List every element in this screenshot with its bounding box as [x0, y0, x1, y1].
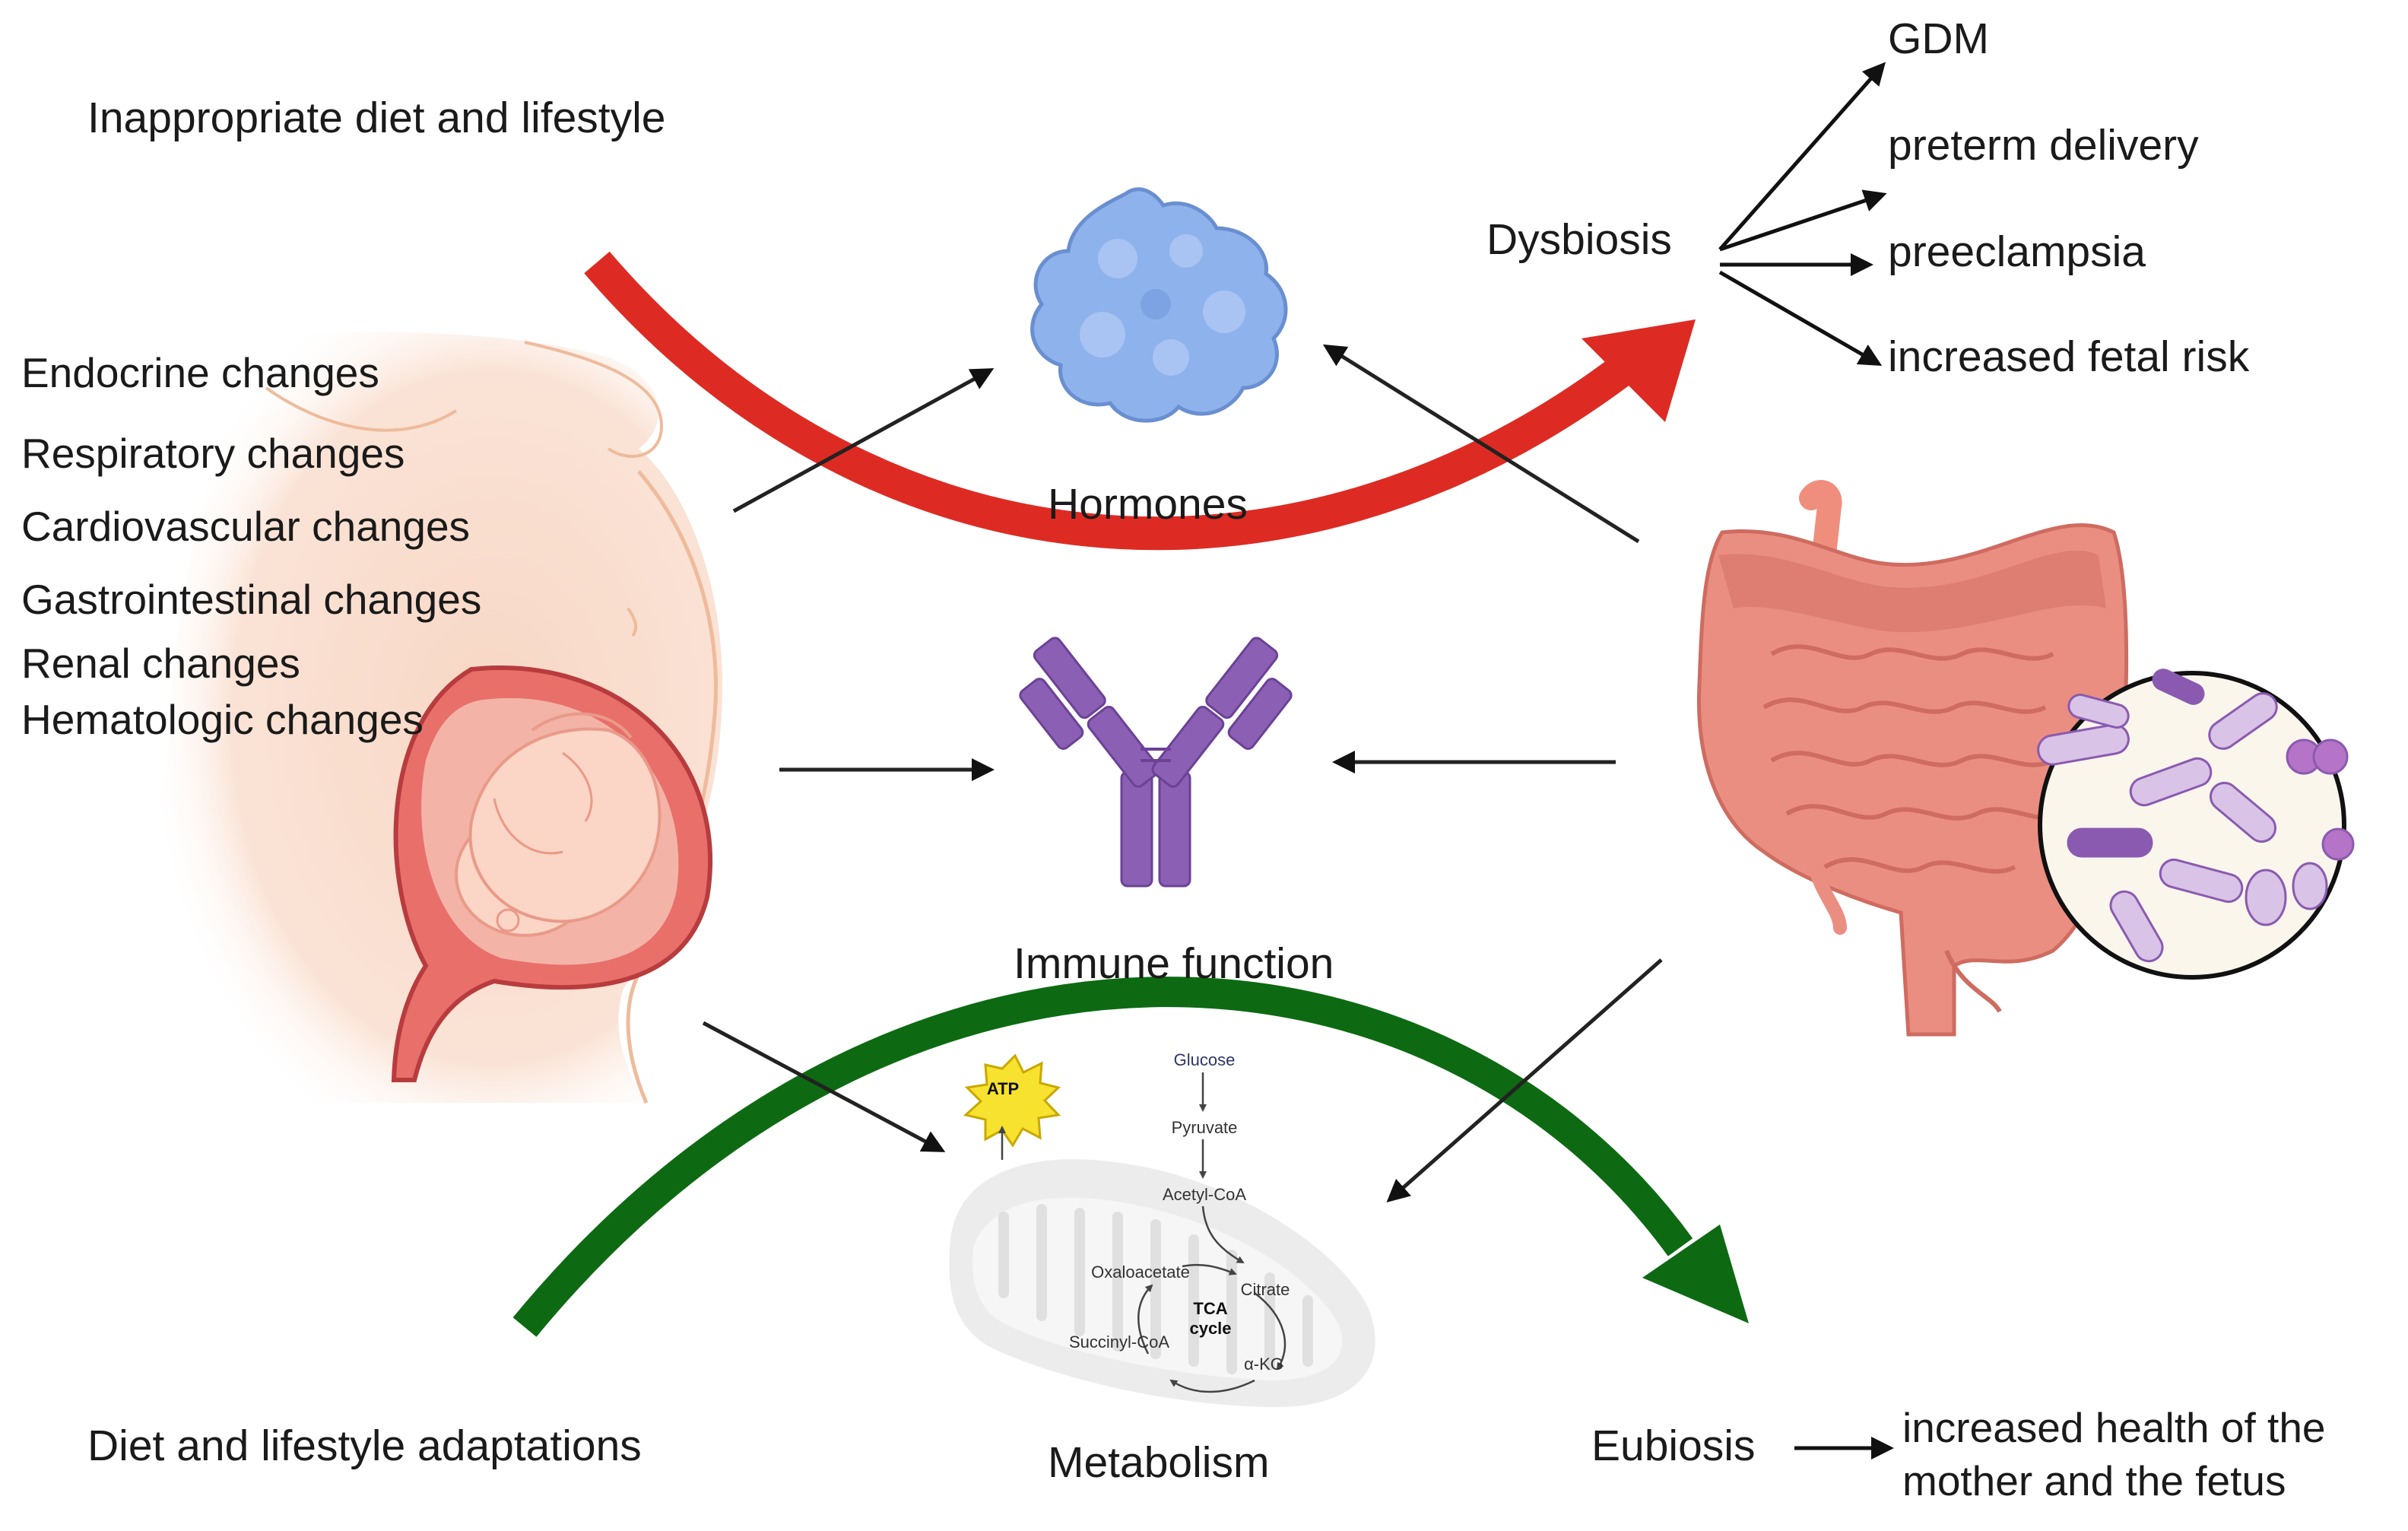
- pathway-arrows: [998, 1072, 1286, 1393]
- succinyl-coa-label: Succinyl-CoA: [1069, 1332, 1169, 1352]
- atp-burst-icon: [963, 1053, 1061, 1148]
- pathway-labels: ATP Glucose Pyruvate Acetyl-CoA Oxaloace…: [987, 1050, 1290, 1374]
- microbiome-magnifier-icon: [2037, 669, 2355, 980]
- outcome-gdm: GDM: [1888, 14, 1989, 63]
- inappropriate-diet-label: Inappropriate diet and lifestyle: [87, 94, 666, 142]
- akg-label: α-KG: [1244, 1355, 1283, 1374]
- eubiosis-outcome-line2: mother and the fetus: [1902, 1457, 2286, 1504]
- pregnant-woman-illustration: [0, 319, 722, 1126]
- antibody-icon: [1019, 637, 1293, 888]
- arrow-body-to-hormones: [732, 368, 995, 513]
- outcome-preterm-delivery: preterm delivery: [1888, 121, 2199, 170]
- arrow-gut-to-hormones: [1322, 344, 1640, 544]
- metabolism-label: Metabolism: [1048, 1438, 1270, 1487]
- atp-label: ATP: [987, 1079, 1019, 1098]
- citrate-label: Citrate: [1241, 1280, 1290, 1299]
- arrow-gut-to-metabolism: [1386, 958, 1663, 1202]
- renal-changes-label: Renal changes: [21, 640, 300, 687]
- hormones-label: Hormones: [1048, 480, 1248, 529]
- outcome-preeclampsia: preeclampsia: [1888, 227, 2146, 276]
- arrow-dysbiosis-fetal-risk: [1718, 270, 1883, 366]
- tca-label-line2: cycle: [1189, 1319, 1231, 1338]
- diet-adaptation-label: Diet and lifestyle adaptations: [87, 1421, 642, 1470]
- tca-label-line1: TCA: [1193, 1299, 1227, 1318]
- diet-adaptation-arrow: [512, 977, 1749, 1337]
- hematologic-changes-label: Hematologic changes: [21, 696, 424, 743]
- mitochondrion-icon: [949, 1159, 1375, 1407]
- eubiosis-outcome-line1: increased health of the: [1902, 1404, 2326, 1451]
- gastrointestinal-changes-label: Gastrointestinal changes: [21, 576, 482, 623]
- fetus-icon: [455, 712, 661, 937]
- maternal-changes-list: Endocrine changes Respiratory changes Ca…: [21, 341, 481, 751]
- acetyl-coa-label: Acetyl-CoA: [1163, 1185, 1246, 1204]
- pyruvate-label: Pyruvate: [1172, 1118, 1238, 1137]
- glucose-label: Glucose: [1174, 1050, 1236, 1069]
- cardiovascular-changes-label: Cardiovascular changes: [21, 503, 471, 550]
- arrow-dysbiosis-gdm: [1718, 62, 1886, 251]
- intestine-icon: [1696, 480, 2129, 1037]
- immune-function-label: Immune function: [1014, 939, 1334, 988]
- oxaloacetate-label: Oxaloacetate: [1091, 1263, 1190, 1282]
- dysbiosis-label: Dysbiosis: [1486, 215, 1672, 264]
- hormone-protein-icon: [1030, 187, 1288, 423]
- inappropriate-diet-arrow: [584, 251, 1696, 551]
- eubiosis-label: Eubiosis: [1591, 1421, 1756, 1470]
- endocrine-changes-label: Endocrine changes: [21, 349, 379, 396]
- outcome-increased-fetal-risk: increased fetal risk: [1888, 332, 2250, 381]
- arrow-dysbiosis-preterm: [1719, 189, 1887, 252]
- connector-arrows: [702, 62, 1894, 1460]
- respiratory-changes-label: Respiratory changes: [21, 430, 405, 477]
- arrow-body-to-metabolism: [702, 1021, 946, 1152]
